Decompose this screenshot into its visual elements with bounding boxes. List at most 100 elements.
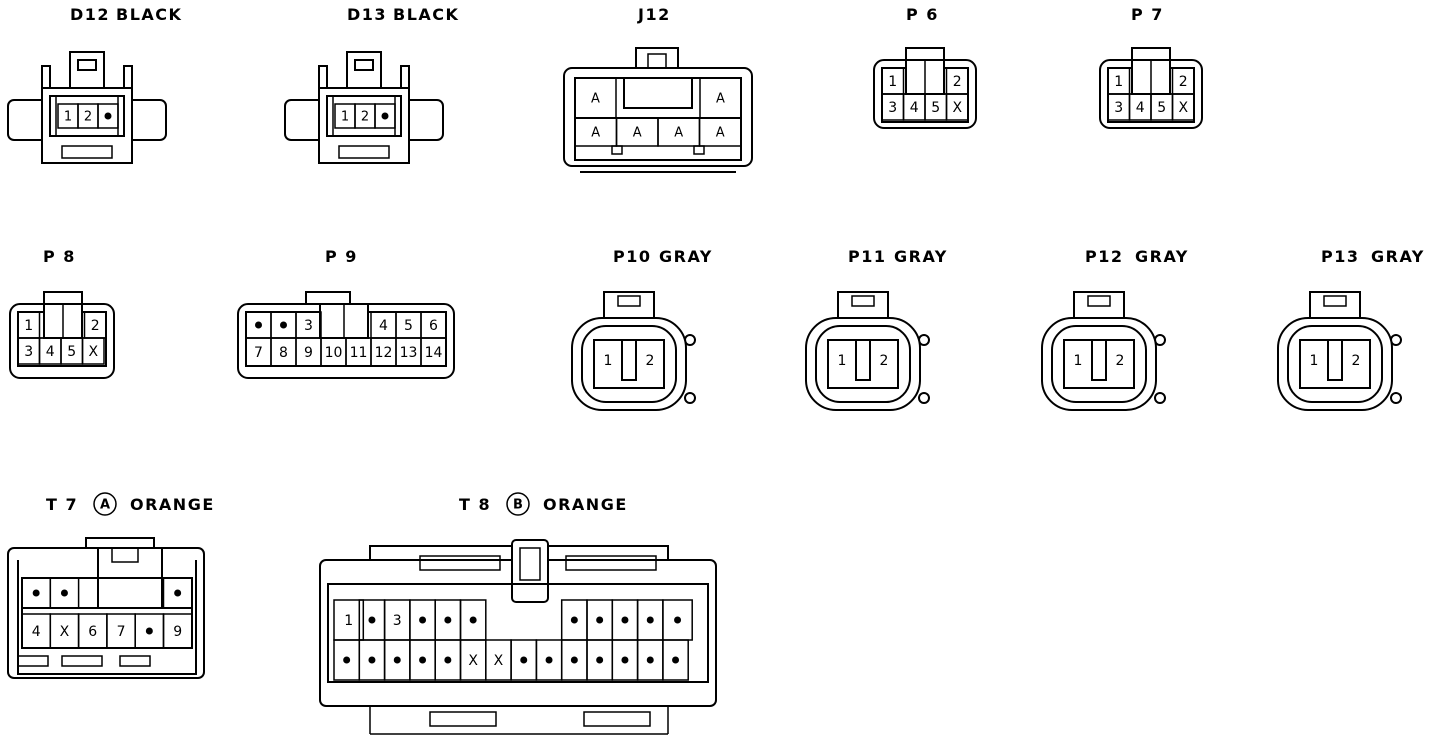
t8-pin-bottom-3-dot: [419, 656, 427, 664]
t8-pin-top-10-dot: [674, 616, 682, 624]
t8-pin-top-7-dot: [596, 616, 604, 624]
j12-pin-bottom-3-cell: [698, 117, 742, 147]
d13-pin-2-cell: [374, 103, 396, 129]
p12-color: GRAY: [1135, 247, 1189, 266]
t7-pin-top-1-dot: [60, 589, 68, 597]
p6-pin-top-0: 1: [888, 74, 897, 90]
p8-pin-bottom-3-cell: [81, 337, 105, 365]
t8-pin-bottom-7-dot: [520, 656, 528, 664]
label-t8: T 8 B ORANGE: [459, 492, 628, 516]
t8-pin-top-3-dot: [419, 616, 427, 624]
t8-pin-top-4-dot: [444, 616, 452, 624]
j12-pin-bottom-1: A: [633, 126, 642, 141]
label-j12: J12: [637, 5, 671, 24]
p13-pin-1: 2: [1352, 353, 1361, 369]
t8-badge: B: [513, 498, 523, 513]
p9-pin-bottom-3: 10: [325, 345, 343, 361]
t8-pin-bottom-2-dot: [393, 656, 401, 664]
d12-pin-1: 2: [84, 110, 92, 125]
t7-pin-bottom-3: 7: [117, 624, 126, 640]
t8-pin-top-6-dot: [570, 616, 578, 624]
p10-name: P10: [613, 247, 652, 266]
p10-color: GRAY: [659, 247, 713, 266]
p9-pin-top-5: 6: [429, 318, 438, 334]
p13-name: P13: [1321, 247, 1360, 266]
p9-pin-bottom-7-cell: [420, 337, 447, 367]
p9-pin-top-1-dot: [280, 321, 287, 329]
p9-pin-top-2: 3: [304, 318, 313, 334]
p11-pin-0: 1: [838, 353, 847, 369]
p6-pin-bottom-1: 4: [910, 100, 919, 116]
p9-pin-bottom-2: 9: [304, 345, 313, 361]
t7-pin-bottom-0: 4: [32, 624, 41, 640]
t7-badge-circle: [93, 492, 117, 516]
j12-pin-top-0: A: [591, 92, 600, 107]
t7-pin-top-2-cell: [162, 577, 193, 609]
d13-pin-0: 1: [341, 110, 349, 125]
p12-name: P12: [1085, 247, 1124, 266]
t8-pin-bottom-5: X: [468, 653, 478, 669]
t8-pin-top-5-dot: [469, 616, 477, 624]
t7-pin-bottom-5-cell: [162, 613, 193, 649]
t8-pin-top-8-dot: [621, 616, 629, 624]
p7-pin-bottom-3: X: [1178, 100, 1188, 116]
p12-pin-0: 1: [1074, 353, 1083, 369]
p6-pin-bottom-0: 3: [888, 100, 897, 116]
p10-pin-0: 1: [604, 353, 613, 369]
label-p10: P10 GRAY: [613, 247, 713, 266]
d12-pin-0: 1: [64, 110, 72, 125]
p9-pin-bottom-4: 11: [350, 345, 368, 361]
t8-color: ORANGE: [543, 495, 628, 514]
t8-pin-bottom-8-dot: [545, 656, 553, 664]
t8-pin-top-9-dot: [646, 616, 654, 624]
p8-pin-top-0: 1: [24, 318, 33, 334]
t7-pin-top-0-dot: [32, 589, 40, 597]
p6-pin-bottom-3-cell: [945, 93, 969, 121]
p8-pin-top-1: 2: [91, 318, 100, 334]
t8-pin-bottom-4-dot: [444, 656, 452, 664]
p6-pin-bottom-2: 5: [931, 100, 940, 116]
j12-pin-bottom-3: A: [716, 126, 725, 141]
p8-pin-bottom-3: X: [88, 344, 98, 360]
p9-pin-bottom-7: 14: [425, 345, 443, 361]
t8-badge-circle: [506, 492, 530, 516]
d12-color: BLACK: [116, 5, 182, 24]
label-p13: P13 GRAY: [1321, 247, 1425, 266]
p10-pin-1: 2: [646, 353, 655, 369]
p13-color: GRAY: [1371, 247, 1425, 266]
p9-pin-bottom-5: 12: [375, 345, 393, 361]
t7-pin-top-1-cell: [49, 577, 80, 609]
label-d12: D12 BLACK: [70, 5, 182, 24]
p13-pin-0: 1: [1310, 353, 1319, 369]
t8-pin-bottom-0-dot: [343, 656, 351, 664]
p7-pin-bottom-2: 5: [1157, 100, 1166, 116]
t8-pin-bottom-11-dot: [621, 656, 629, 664]
label-p7: P 7: [1131, 5, 1164, 24]
j12-pin-bottom-2: A: [674, 126, 683, 141]
d12-pin-2-cell: [97, 103, 119, 129]
d12-name: D12: [70, 5, 110, 24]
t7-pin-bottom-2: 6: [88, 624, 97, 640]
p12-pin-1: 2: [1116, 353, 1125, 369]
d13-name: D13: [347, 5, 387, 24]
p7-pin-bottom-0: 3: [1114, 100, 1123, 116]
t7-color: ORANGE: [130, 495, 215, 514]
label-d13: D13 BLACK: [347, 5, 458, 24]
p11-pin-1: 2: [880, 353, 889, 369]
